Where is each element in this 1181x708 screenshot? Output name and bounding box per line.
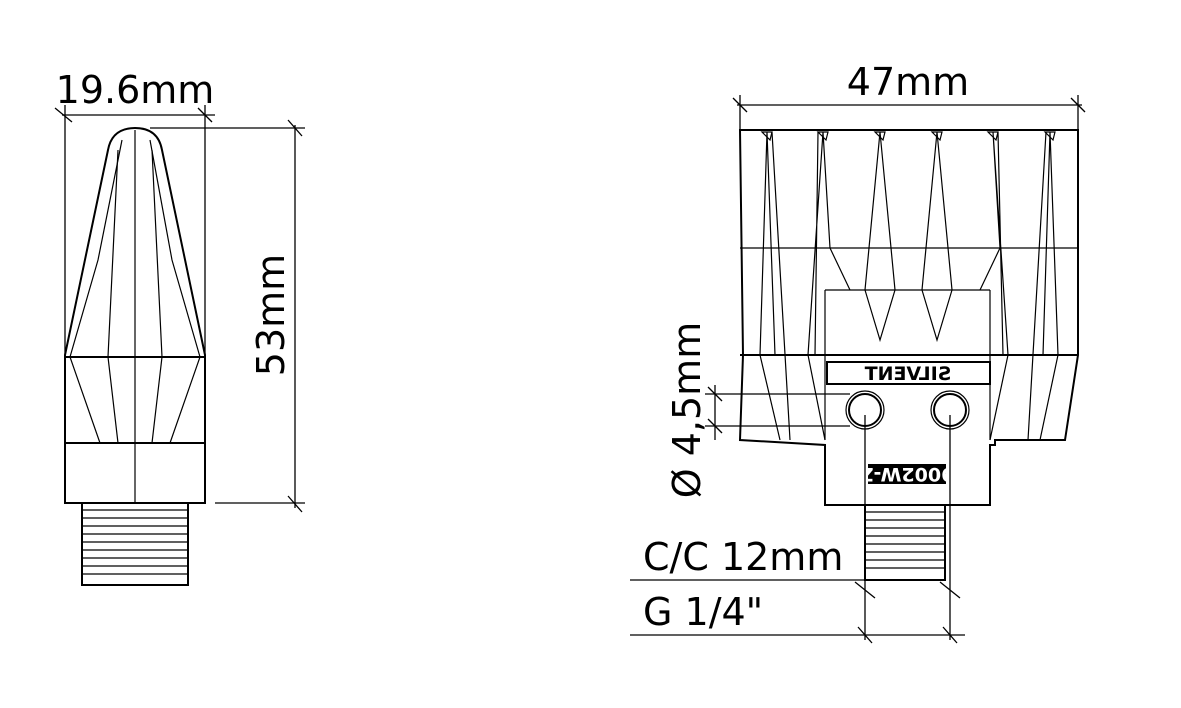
thread: [81, 502, 189, 586]
model-plate: [868, 464, 946, 484]
multi-nozzle-front-view: SILVENT 9002W-Z 47mm Ø 4,5mm C/C 12mm G …: [630, 60, 1086, 644]
thread: [864, 504, 946, 581]
thread-size-label: G 1/4": [643, 590, 763, 634]
height-dimension-label: 53mm: [249, 254, 293, 376]
model-marking: 9002W-Z: [860, 463, 955, 485]
center-spacing-label: C/C 12mm: [643, 535, 843, 579]
width-dimension-label: 19.6mm: [56, 68, 215, 112]
single-nozzle-side-view: 19.6mm 53mm: [54, 68, 305, 586]
width-dimension-label: 47mm: [847, 60, 969, 104]
brand-plate: [826, 361, 991, 385]
hole-diameter-label: Ø 4,5mm: [665, 322, 709, 498]
nozzle-fins: [759, 131, 1059, 441]
brand-marking: SILVENT: [865, 363, 952, 385]
